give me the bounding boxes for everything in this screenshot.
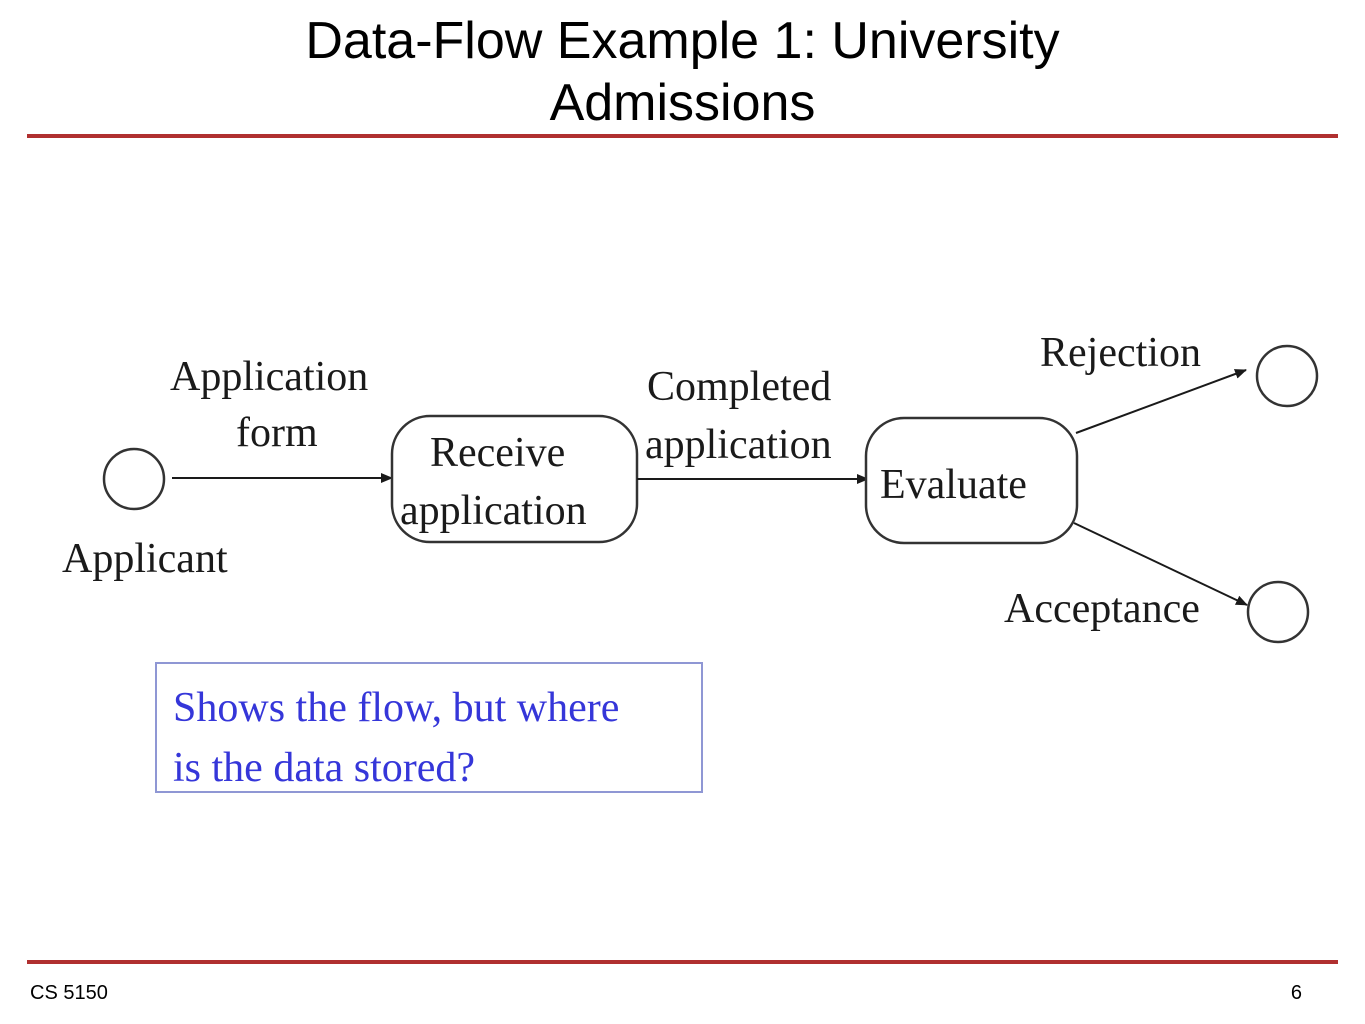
application-form-label-line-2: form [236,410,318,456]
rejection-arrow [1075,369,1247,434]
completed-application-label-line-2: application [645,422,832,468]
rejection-sink-node [1255,344,1319,408]
acceptance-arrow [1073,522,1248,606]
slide-title-line-2: Admissions [549,74,816,132]
acceptance-label: Acceptance [1004,586,1200,632]
slide-title: Data-Flow Example 1: University Admissio… [0,10,1365,134]
completed-application-label-line-1: Completed [647,364,831,410]
rejection-label: Rejection [1040,330,1201,376]
receive-application-label-line-1: Receive [430,430,565,476]
evaluate-label: Evaluate [880,462,1027,508]
applicant-label: Applicant [62,536,228,582]
footer-divider [27,960,1338,964]
slide-title-line-1: Data-Flow Example 1: University [305,12,1060,70]
slide-number: 6 [1290,982,1302,1004]
title-divider [27,134,1338,138]
application-form-label-line-1: Application [170,354,368,400]
acceptance-sink-node [1246,580,1310,644]
note-line-2: is the data stored? [173,745,476,791]
data-storage-note: Shows the flow, but where is the data st… [155,662,703,793]
course-code: CS 5150 [30,982,108,1004]
evaluate-node [864,416,1079,545]
receive-application-label-line-2: application [400,488,587,534]
note-line-1: Shows the flow, but where [173,685,620,731]
applicant-node [102,447,166,511]
